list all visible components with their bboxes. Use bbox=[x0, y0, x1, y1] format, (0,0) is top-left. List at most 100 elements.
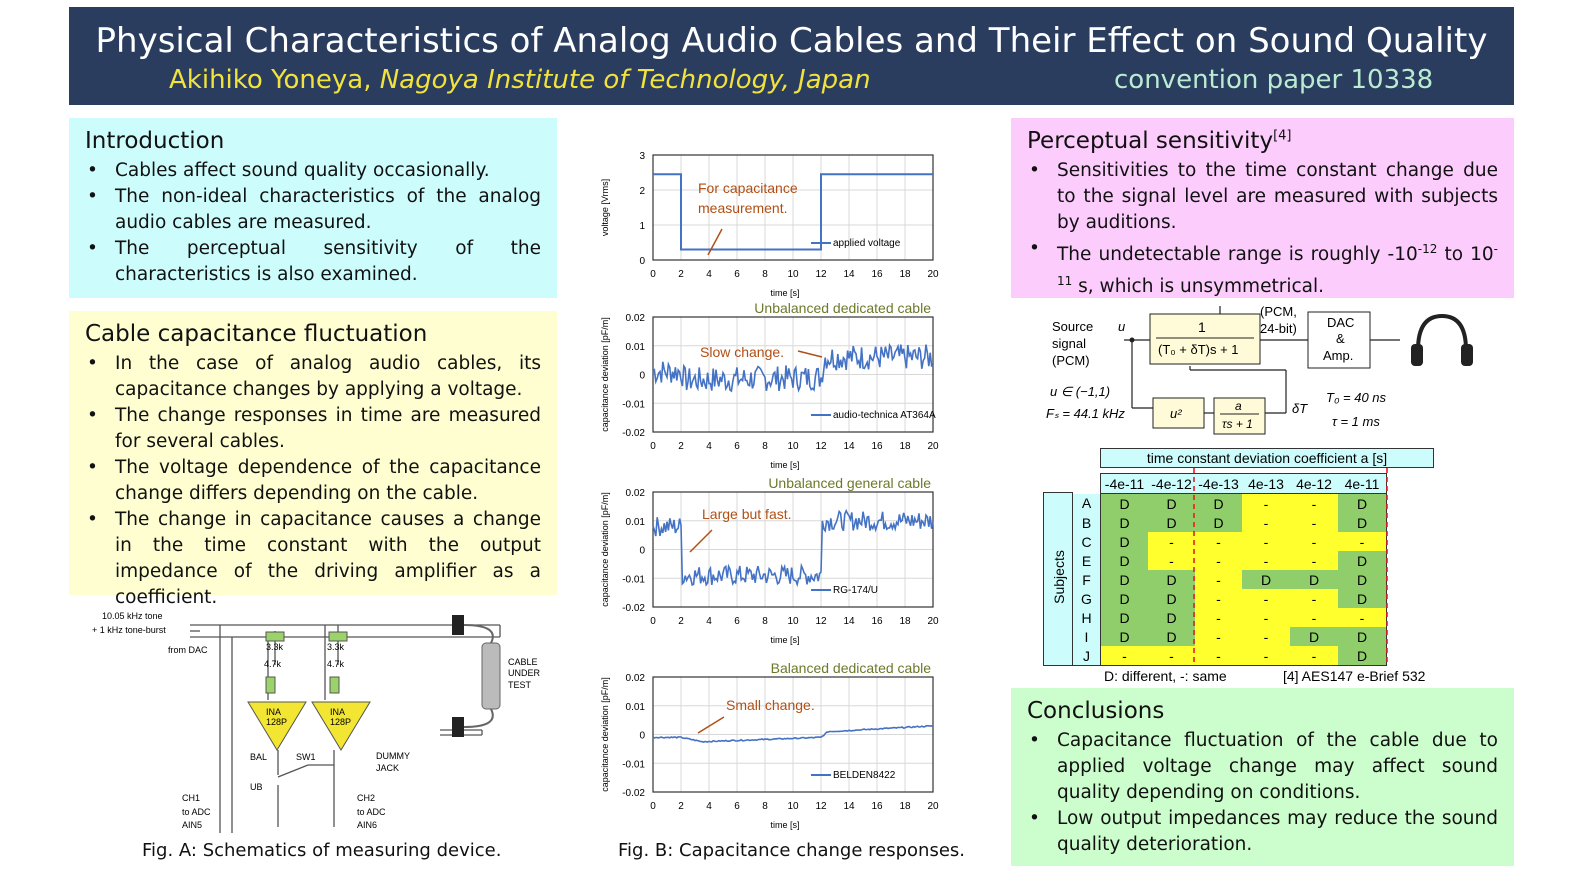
square-block bbox=[1152, 397, 1205, 429]
author-name: Akihiko Yoneya, bbox=[169, 65, 380, 95]
perceptual-list: Sensitivities to the time constant chang… bbox=[1027, 158, 1498, 300]
x-tick-label: 16 bbox=[871, 269, 883, 280]
y-tick-label: 2 bbox=[639, 186, 645, 197]
result-cell: D bbox=[1148, 513, 1195, 532]
y-axis-label: capacitance deviation [pF/m] bbox=[600, 492, 610, 607]
table-reference: [4] AES147 e-Brief 532 bbox=[1283, 668, 1426, 684]
result-cell: D bbox=[1290, 627, 1338, 646]
y-tick-label: 0.02 bbox=[626, 313, 646, 324]
column-header: -4e-11 bbox=[1100, 473, 1148, 494]
series-line bbox=[652, 508, 934, 588]
x-tick-label: 18 bbox=[899, 801, 911, 812]
amp-label: INA bbox=[266, 707, 281, 717]
dac-label: & bbox=[1336, 331, 1345, 346]
perceptual-section: Perceptual sensitivity[4] Sensitivities … bbox=[1011, 118, 1514, 298]
delta-t-label: δT bbox=[1292, 401, 1308, 416]
capacitance-bullet: The change in capacitance causes a chang… bbox=[85, 507, 541, 611]
column-header: 4e-11 bbox=[1338, 473, 1387, 494]
series-line bbox=[652, 342, 934, 393]
result-cell: - bbox=[1242, 551, 1290, 570]
transfer-function-block bbox=[1149, 313, 1261, 365]
resistor-icon bbox=[328, 631, 348, 642]
capacitance-section: Cable capacitance fluctuation In the cas… bbox=[69, 311, 557, 608]
lp-numerator: a bbox=[1235, 399, 1242, 413]
capacitance-bullet: The voltage dependence of the capacitanc… bbox=[85, 455, 541, 507]
annotation-pointer bbox=[689, 529, 713, 553]
result-cell: - bbox=[1242, 493, 1290, 513]
x-tick-label: 8 bbox=[762, 441, 768, 452]
y-tick-label: -0.01 bbox=[622, 399, 645, 410]
resistor-label: 3.3k bbox=[327, 642, 345, 652]
cable-label: TEST bbox=[508, 680, 532, 690]
subjects-axis: Subjects bbox=[1043, 492, 1073, 666]
result-cell: - bbox=[1290, 646, 1338, 666]
amplifier-icon bbox=[311, 701, 371, 751]
annotation-pointer bbox=[797, 350, 823, 358]
x-tick-label: 18 bbox=[899, 269, 911, 280]
result-cell: D bbox=[1100, 570, 1148, 589]
source-label: (PCM) bbox=[1052, 353, 1090, 368]
x-tick-label: 4 bbox=[706, 441, 712, 452]
introduction-section: Introduction Cables affect sound quality… bbox=[69, 118, 557, 298]
plot-frame bbox=[652, 316, 934, 433]
x-tick-label: 12 bbox=[815, 801, 827, 812]
result-cell: - bbox=[1195, 570, 1242, 589]
u-range-label: u ∈ (−1,1) bbox=[1050, 384, 1110, 399]
y-tick-label: -0.01 bbox=[622, 759, 645, 770]
x-tick-label: 0 bbox=[650, 441, 656, 452]
y-tick-label: 0 bbox=[639, 256, 645, 267]
tone-label: + 1 kHz tone-burst bbox=[92, 625, 166, 635]
result-cell: D bbox=[1100, 608, 1148, 627]
y-axis-label: capacitance deviation [pF/m] bbox=[600, 677, 610, 792]
resistor-icon bbox=[265, 631, 285, 642]
dummy-jack-label: JACK bbox=[376, 763, 399, 773]
amp-label: INA bbox=[330, 707, 345, 717]
x-tick-label: 8 bbox=[762, 616, 768, 627]
poster-title: Physical Characteristics of Analog Audio… bbox=[95, 21, 1488, 61]
result-cell: - bbox=[1338, 532, 1387, 551]
x-tick-label: 20 bbox=[927, 269, 939, 280]
result-cell: - bbox=[1242, 513, 1290, 532]
y-axis-label: voltage [Vrms] bbox=[600, 179, 610, 236]
annotation-pointer bbox=[707, 228, 723, 256]
annotation-text: Slow change. bbox=[700, 344, 784, 360]
perception-block-diagram: Source signal (PCM) u 1 (T₀ + δT)s + 1 (… bbox=[1046, 304, 1473, 435]
capacitance-heading: Cable capacitance fluctuation bbox=[85, 321, 428, 347]
chart-title: Balanced dedicated cable bbox=[771, 660, 932, 676]
source-label: signal bbox=[1052, 336, 1086, 351]
conclusions-section: Conclusions Capacitance fluctuation of t… bbox=[1011, 688, 1514, 866]
schematic-diagram: 10.05 kHz tone + 1 kHz tone-burst from D… bbox=[92, 611, 541, 833]
u2-label: u² bbox=[1170, 406, 1182, 421]
y-tick-label: -0.02 bbox=[622, 788, 645, 799]
annotation-pointer bbox=[697, 716, 725, 734]
subject-cell: J bbox=[1073, 646, 1101, 666]
x-tick-label: 16 bbox=[871, 801, 883, 812]
connector-icon bbox=[452, 615, 464, 635]
result-cell: D bbox=[1195, 513, 1242, 532]
x-tick-label: 20 bbox=[927, 616, 939, 627]
source-label: Source bbox=[1052, 319, 1093, 334]
x-tick-label: 0 bbox=[650, 801, 656, 812]
subjects-label: Subjects bbox=[1051, 550, 1067, 604]
result-cell: - bbox=[1338, 608, 1387, 627]
conclusions-bullet: Low output impedances may reduce the sou… bbox=[1027, 806, 1498, 858]
result-cell: - bbox=[1195, 589, 1242, 608]
result-cell: - bbox=[1242, 646, 1290, 666]
subject-cell: H bbox=[1073, 608, 1101, 627]
bal-label: BAL bbox=[250, 752, 267, 762]
tf-denominator: (T₀ + δT)s + 1 bbox=[1158, 342, 1239, 357]
result-cell: D bbox=[1338, 551, 1387, 570]
result-cell: D bbox=[1148, 589, 1195, 608]
subject-cell: A bbox=[1073, 493, 1101, 513]
range-text-1: The undetectable range is roughly -10 bbox=[1057, 244, 1418, 266]
amplifier-icon bbox=[247, 701, 307, 751]
u-label: u bbox=[1118, 319, 1125, 334]
table-corner bbox=[1073, 474, 1101, 494]
dac-label: DAC bbox=[1327, 315, 1354, 330]
